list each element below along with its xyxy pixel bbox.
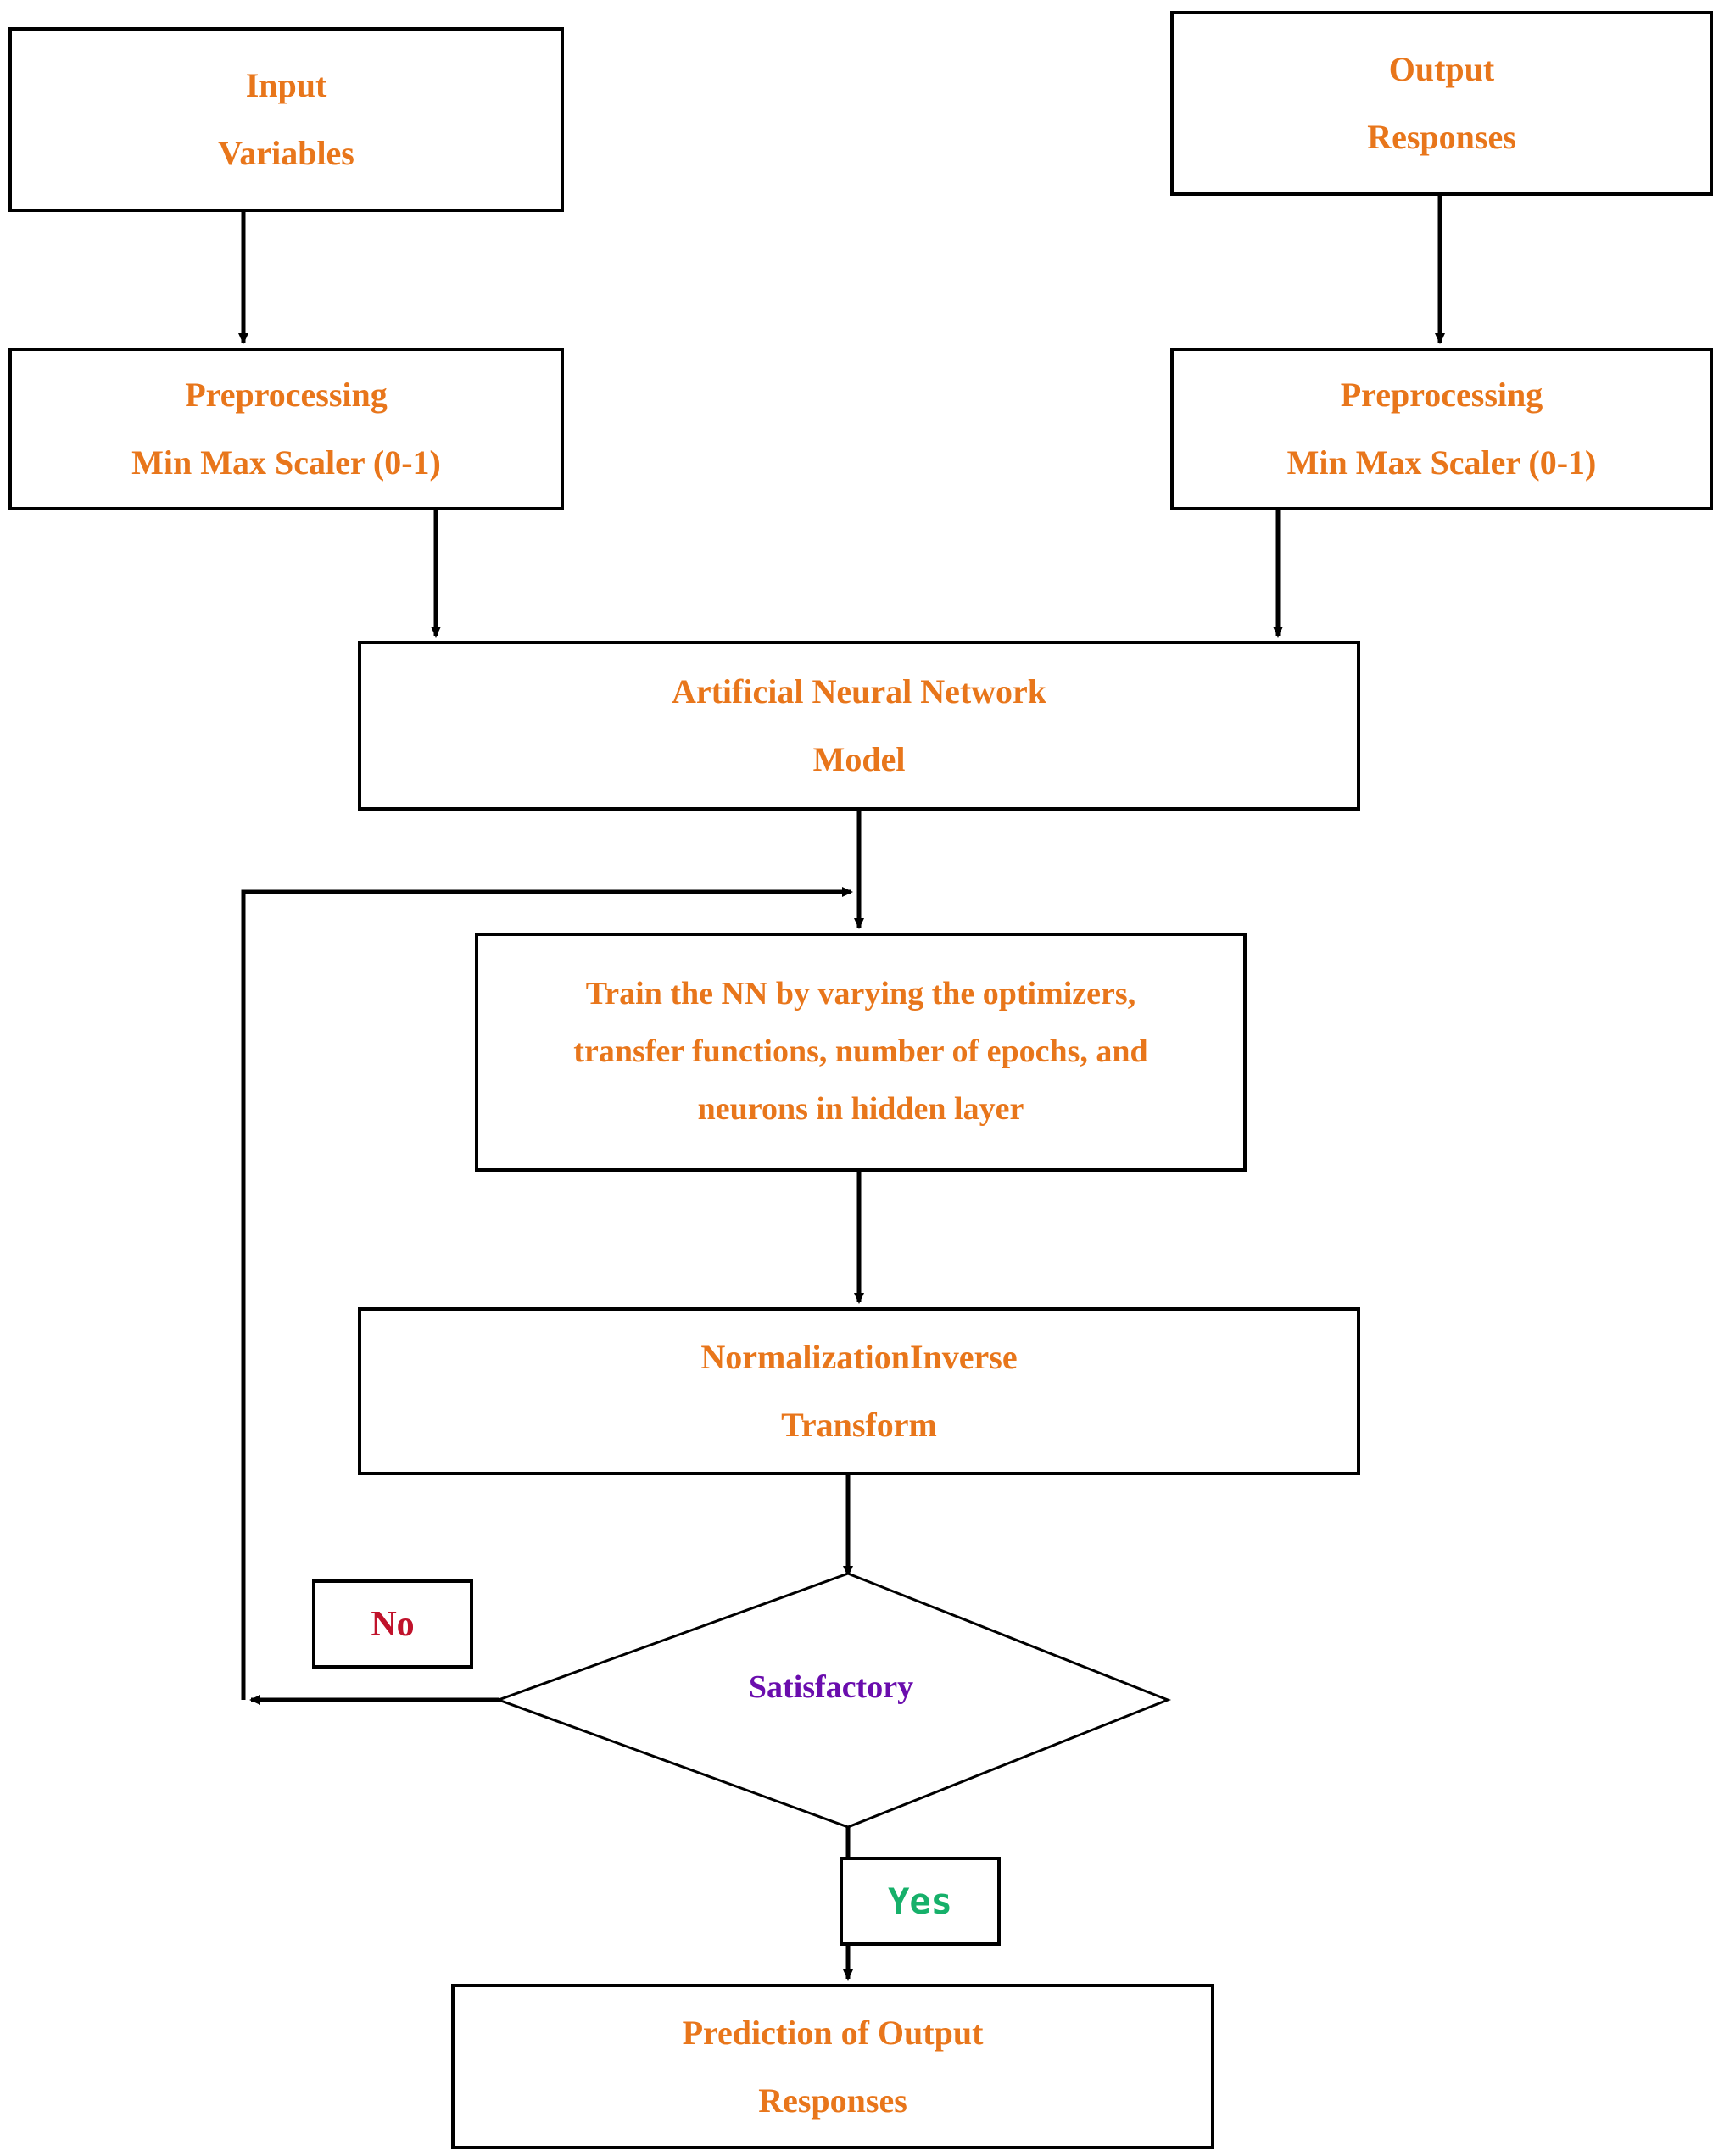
node-normalization-line-2: Transform [781,1406,937,1444]
node-normalization-inverse-transform[interactable]: NormalizationInverse Transform [358,1307,1360,1475]
node-preprocessing-output-line-2: Min Max Scaler (0-1) [1286,443,1597,482]
node-output-line-1: Output [1388,50,1495,88]
node-input-line-1: Input [245,66,327,104]
branch-label-yes[interactable]: Yes [840,1857,1001,1946]
node-train-nn-line-1: Train the NN by varying the optimizers, [585,976,1136,1012]
node-preprocessing-output[interactable]: Preprocessing Min Max Scaler (0-1) [1170,348,1713,510]
node-normalization-line-1: NormalizationInverse [700,1338,1018,1376]
node-preprocessing-output-line-1: Preprocessing [1340,376,1543,414]
node-input-line-2: Variables [218,134,354,172]
node-train-nn-line-3: neurons in hidden layer [697,1090,1024,1127]
branch-label-no-text: No [371,1604,415,1644]
branch-label-yes-text: Yes [888,1880,952,1922]
node-ann-model[interactable]: Artificial Neural Network Model [358,641,1360,811]
node-output-line-2: Responses [1367,118,1516,156]
node-prediction-line-1: Prediction of Output [682,2013,984,2052]
node-preprocessing-input-line-1: Preprocessing [185,376,388,414]
node-input-variables[interactable]: Input Variables [8,27,564,212]
node-output-responses[interactable]: Output Responses [1170,11,1713,196]
node-preprocessing-input[interactable]: Preprocessing Min Max Scaler (0-1) [8,348,564,510]
branch-label-no[interactable]: No [312,1579,473,1669]
node-train-nn-line-2: transfer functions, number of epochs, an… [573,1033,1148,1070]
node-preprocessing-input-line-2: Min Max Scaler (0-1) [131,443,441,482]
node-train-nn[interactable]: Train the NN by varying the optimizers, … [475,933,1247,1172]
decision-label-satisfactory: Satisfactory [748,1669,914,1705]
node-prediction-line-2: Responses [758,2081,907,2120]
node-ann-model-line-1: Artificial Neural Network [671,672,1047,710]
node-prediction-output-responses[interactable]: Prediction of Output Responses [451,1984,1214,2149]
node-ann-model-line-2: Model [812,740,906,778]
